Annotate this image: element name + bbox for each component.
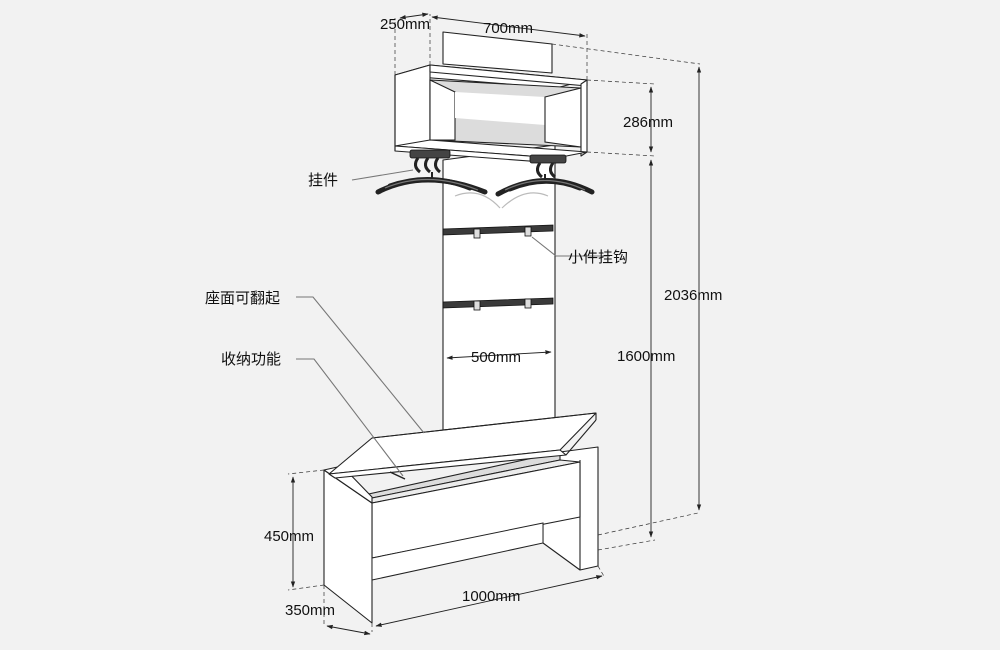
coat-hanger-left <box>375 172 488 195</box>
hanger-callout: 挂件 <box>308 171 338 189</box>
extension-lines <box>287 14 701 632</box>
dimension-lines <box>290 12 702 636</box>
small-hooks-callout: 小件挂钩 <box>568 248 628 266</box>
hanger-bracket-left <box>409 149 451 174</box>
shelf-width-label: 700mm <box>483 20 533 37</box>
panel-height-label: 1600mm <box>617 348 675 365</box>
storage-callout: 收纳功能 <box>221 350 281 368</box>
bench-width-label: 1000mm <box>462 588 520 605</box>
bench-height-label: 450mm <box>264 528 314 545</box>
shelf-depth-label: 250mm <box>380 16 430 33</box>
panel-width-label: 500mm <box>471 349 521 366</box>
shelf-height-label: 286mm <box>623 114 673 131</box>
coat-hanger-right <box>495 174 595 197</box>
total-height-label: 2036mm <box>664 287 722 304</box>
hook-rail-upper <box>442 224 554 239</box>
bench-depth-label: 350mm <box>285 602 335 619</box>
back-panel <box>442 144 556 431</box>
hanger-bracket-right <box>529 154 567 179</box>
top-shelf <box>394 31 588 164</box>
hook-rail-lower <box>442 297 554 311</box>
storage-bench <box>323 412 599 624</box>
callout-leaders <box>296 169 610 477</box>
flip-seat-callout: 座面可翻起 <box>205 289 280 307</box>
